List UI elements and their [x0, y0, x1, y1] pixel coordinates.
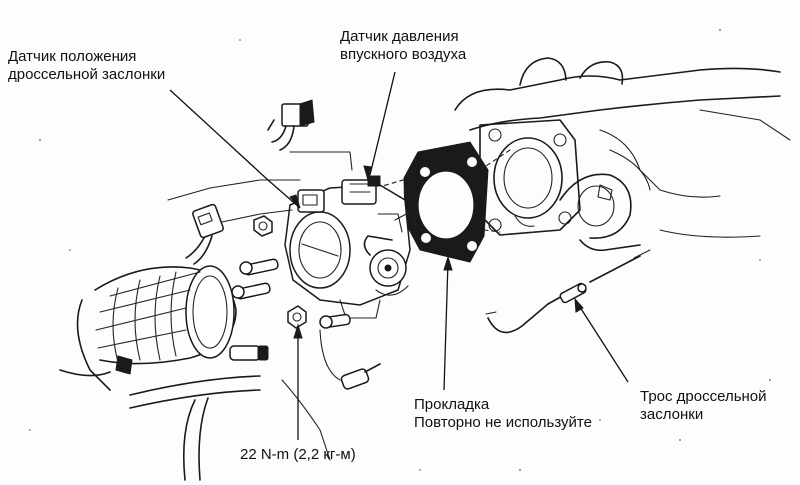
- label-map-sensor: Датчик давления впускного воздуха: [340, 28, 466, 64]
- throttle-body: [284, 175, 417, 319]
- label-throttle-cable-line1: Трос дроссельной: [640, 388, 767, 405]
- tps-connector: [167, 179, 301, 265]
- label-throttle-cable: Трос дроссельной заслонки: [640, 388, 767, 424]
- hoses: [129, 329, 381, 481]
- gasket-shape: [403, 141, 489, 263]
- intake-hose: [59, 265, 237, 391]
- throttle-cable: [485, 249, 651, 334]
- label-gasket: Прокладка Повторно не используйте: [414, 396, 592, 432]
- label-gasket-line2: Повторно не используйте: [414, 414, 592, 431]
- label-map-sensor-line1: Датчик давления: [340, 28, 459, 45]
- label-tps-line1: Датчик положения: [8, 48, 137, 65]
- leader-lines: [169, 71, 629, 440]
- label-torque: 22 N-m (2,2 кг-м): [240, 446, 356, 463]
- intake-manifold: [454, 57, 791, 252]
- fasteners: [231, 215, 351, 329]
- label-throttle-cable-line2: заслонки: [640, 406, 704, 423]
- label-gasket-line1: Прокладка: [414, 396, 490, 413]
- label-tps: Датчик положения дроссельной заслонки: [8, 48, 165, 84]
- label-map-sensor-line2: впускного воздуха: [340, 46, 467, 63]
- scan-speckles: [29, 29, 771, 471]
- label-tps-line2: дроссельной заслонки: [8, 66, 166, 83]
- map-connector: [267, 99, 353, 171]
